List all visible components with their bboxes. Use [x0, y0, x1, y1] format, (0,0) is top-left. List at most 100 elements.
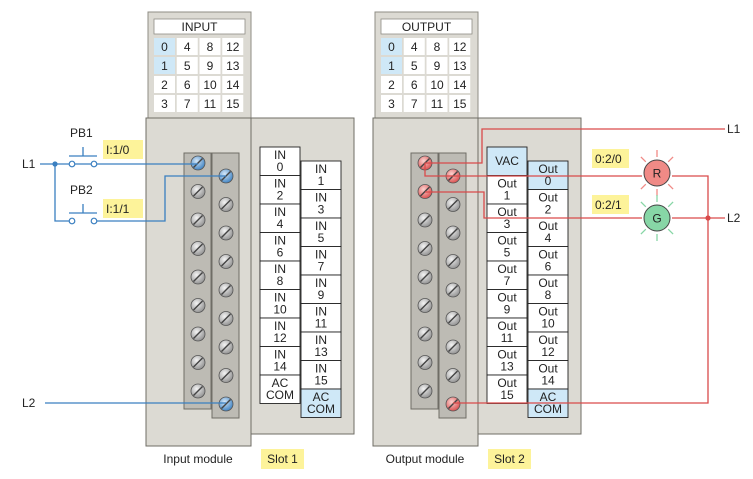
- input-status-label-15: 15: [226, 97, 240, 111]
- output-status-label-2: 2: [388, 78, 395, 92]
- output-terminal-text-left-1-0: Out: [497, 177, 517, 191]
- input-terminal-text-left-4-0: IN: [274, 262, 286, 276]
- output-terminal-text-left-3-0: Out: [497, 234, 517, 248]
- output-status-cell-14: [449, 76, 471, 93]
- red-pilot-lamp-ray-4: [640, 156, 647, 163]
- input-status-label-12: 12: [226, 40, 240, 54]
- input-terminal-label-right-6: [300, 331, 342, 361]
- green-pilot-lamp-label: G: [652, 212, 661, 226]
- input-terminal-text-left-6-0: IN: [274, 319, 286, 333]
- output-terminal-text-right-1-0: Out: [538, 191, 558, 205]
- pb2-address-tag: [103, 199, 143, 218]
- input-terminal-text-right-2-1: 5: [318, 231, 325, 245]
- l2-left-label: L2: [22, 396, 36, 410]
- input-screw-slot-left-2: [193, 215, 203, 225]
- output-screw-slot-right-8: [448, 399, 458, 409]
- input-status-cell-7: [176, 95, 198, 112]
- l2-right-label: L2: [727, 211, 741, 225]
- output-terminal-text-right-1-1: 2: [545, 203, 552, 217]
- input-status-label-8: 8: [207, 40, 214, 54]
- output-terminal-text-left-7-0: Out: [497, 348, 517, 362]
- output-status-cell-11: [426, 95, 448, 112]
- wire-pb2-to-in1: [96, 175, 226, 222]
- input-terminal-text-left-8-1: COM: [266, 388, 294, 402]
- input-terminal-text-right-1-0: IN: [315, 191, 327, 205]
- input-terminal-text-left-3-1: 6: [277, 246, 284, 260]
- input-terminal-label-right-0: [300, 160, 342, 190]
- input-terminal-text-right-0-1: 1: [318, 174, 325, 188]
- l1-left-label: L1: [22, 157, 36, 171]
- output-status-label-0: 0: [388, 40, 395, 54]
- output-terminal-label-right-7: [527, 360, 569, 390]
- output-terminal-text-right-8-0: AC: [540, 390, 557, 404]
- output-terminal-label-right-0: [527, 160, 569, 190]
- output-terminal-text-left-1-1: 1: [504, 189, 511, 203]
- output-terminal-text-right-4-0: Out: [538, 276, 558, 290]
- input-status-cell-12: [222, 38, 244, 55]
- output-screw-slot-left-5: [420, 300, 430, 311]
- input-status-label-13: 13: [226, 59, 240, 73]
- output-terminal-text-left-5-1: 9: [504, 303, 511, 317]
- input-terminal-text-left-7-1: 14: [273, 360, 287, 374]
- output-screw-slot-right-2: [448, 228, 458, 238]
- green-pilot-lamp-ray-7: [667, 228, 674, 235]
- output-terminal-text-right-2-0: Out: [538, 219, 558, 233]
- input-screw-slot-left-1: [193, 186, 203, 197]
- output-status-cell-13: [449, 57, 471, 74]
- output-terminal-text-left-6-0: Out: [497, 319, 517, 333]
- input-terminal-text-left-6-1: 12: [273, 331, 287, 345]
- pb1-label: PB1: [70, 126, 93, 140]
- input-status-label-4: 4: [184, 40, 191, 54]
- input-slot-label: Slot 1: [267, 452, 298, 466]
- output-terminal-text-left-4-0: Out: [497, 262, 517, 276]
- green-pilot-lamp: [643, 204, 671, 232]
- output-terminal-text-right-7-1: 14: [541, 374, 555, 388]
- input-status-cell-11: [199, 95, 221, 112]
- input-terminal-label-left-8: [259, 374, 301, 404]
- input-terminal-text-right-7-1: 15: [314, 374, 328, 388]
- input-screw-slot-right-8: [221, 399, 231, 409]
- input-title: INPUT: [182, 20, 219, 34]
- output-status-label-6: 6: [411, 78, 418, 92]
- output-status-label-3: 3: [388, 97, 395, 111]
- output-terminal-label-right-5: [527, 303, 569, 333]
- input-status-cell-13: [222, 57, 244, 74]
- output-title-box: [380, 18, 473, 35]
- input-screw-slot-left-7: [193, 357, 203, 368]
- output-screw-slot-left-7: [420, 357, 430, 368]
- output-terminal-text-left-0-0: VAC: [495, 154, 519, 168]
- output-terminal-label-right-3: [527, 246, 569, 276]
- input-terminal-label-right-5: [300, 303, 342, 333]
- input-status-label-5: 5: [184, 59, 191, 73]
- input-terminal-text-right-5-0: IN: [315, 305, 327, 319]
- input-status-label-3: 3: [161, 97, 168, 111]
- output-screw-slot-left-8: [420, 386, 430, 396]
- output-terminal-text-left-6-1: 11: [501, 331, 514, 345]
- junction-l2-right: [705, 215, 711, 221]
- input-terminal-text-right-4-0: IN: [315, 276, 327, 290]
- input-terminal-text-left-2-0: IN: [274, 205, 286, 219]
- red-pilot-lamp-label: R: [653, 167, 662, 181]
- input-status-cell-6: [176, 76, 198, 93]
- wire-l1-to-pb2: [54, 164, 70, 222]
- input-screw-slot-left-4: [193, 272, 203, 282]
- output-status-label-7: 7: [411, 97, 418, 111]
- output-status-label-15: 15: [453, 97, 467, 111]
- input-terminal-text-left-7-0: IN: [274, 348, 286, 362]
- output-status-label-1: 1: [388, 59, 395, 73]
- output-terminal-text-left-2-1: 3: [504, 217, 511, 231]
- output-screw-slot-right-1: [448, 199, 458, 210]
- input-terminal-text-left-5-0: IN: [274, 291, 286, 305]
- green-pilot-lamp-ray-5: [667, 201, 674, 208]
- output-screw-slot-left-2: [420, 215, 430, 225]
- input-terminal-label-left-2: [259, 203, 301, 233]
- input-terminal-text-right-5-1: 11: [315, 317, 328, 331]
- input-terminal-text-left-2-1: 4: [277, 217, 284, 231]
- output-status-cell-9: [426, 57, 448, 74]
- output-terminal-text-left-7-1: 13: [500, 360, 514, 374]
- output-status-cell-4: [403, 38, 425, 55]
